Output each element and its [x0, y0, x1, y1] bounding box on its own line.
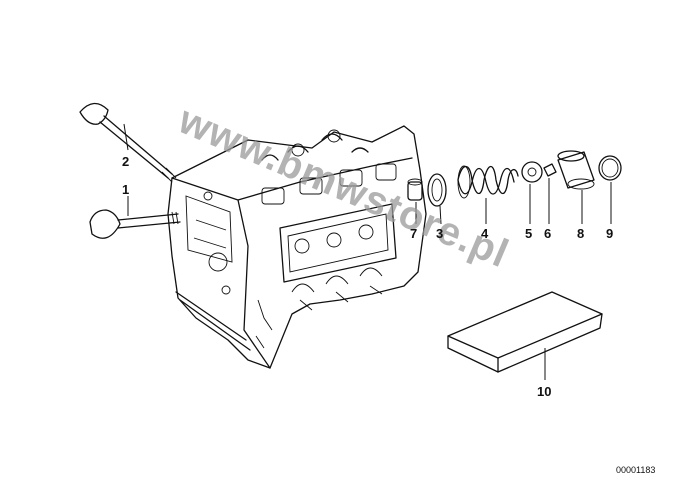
valve-intake [89, 209, 181, 239]
watermark: www.bmwstore.pl [172, 97, 516, 276]
valve-guide [407, 178, 423, 201]
shim-ring [598, 155, 622, 181]
spring-retainer [521, 161, 543, 183]
label-part-7: 7 [410, 226, 417, 241]
valve-collet [543, 163, 557, 177]
label-part-1: 1 [122, 182, 129, 197]
leader-lines [123, 123, 612, 380]
label-part-3: 3 [436, 226, 443, 241]
diagram-code: 00001183 [616, 465, 655, 475]
label-part-4: 4 [481, 226, 489, 241]
hydraulic-tappet [557, 150, 595, 190]
label-part-8: 8 [577, 226, 584, 241]
label-part-6: 6 [544, 226, 551, 241]
valve-exhaust [79, 102, 177, 183]
valve-stem-seal [427, 173, 447, 207]
label-part-5: 5 [525, 226, 532, 241]
label-part-2: 2 [122, 154, 129, 169]
label-part-9: 9 [606, 226, 613, 241]
valve-spring [457, 165, 519, 199]
part-labels: 2 1 7 3 4 5 6 8 9 10 [122, 154, 613, 399]
cylinder-head [167, 125, 427, 369]
gasket-set-box [447, 291, 603, 373]
label-part-10: 10 [537, 384, 551, 399]
